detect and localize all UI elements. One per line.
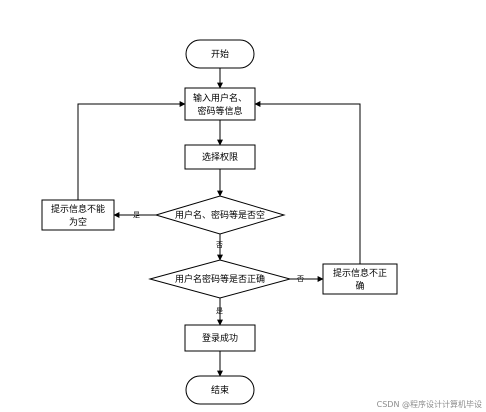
edge-label-empty-no: 否	[216, 241, 223, 249]
input-info-label-line2: 密码等信息	[197, 105, 242, 117]
login-success-box	[184, 324, 256, 352]
empty-check-label: 用户名、密码等是否空	[175, 209, 265, 221]
wrong-tip-label-line1: 提示信息不正	[333, 267, 387, 279]
empty-tip-label-line2: 为空	[69, 216, 87, 228]
edge-label-correct-no: 否	[297, 275, 304, 283]
end-label: 结束	[211, 384, 229, 396]
start-label: 开始	[211, 48, 229, 60]
edge-empty-tip-back-to-input	[77, 101, 186, 200]
login-success-label: 登录成功	[202, 332, 238, 344]
input-info-box	[184, 87, 256, 121]
wrong-tip-label-line2: 确	[355, 280, 364, 292]
edge-label-correct-yes: 是	[216, 307, 223, 315]
input-info-label-line1: 输入用户名、	[193, 92, 247, 104]
empty-tip-label-line1: 提示信息不能	[51, 203, 105, 215]
watermark: CSDN @程序设计计算机毕设	[377, 399, 482, 409]
select-permission-label: 选择权限	[202, 151, 238, 163]
edge-wrong-tip-back-to-input	[254, 101, 361, 264]
correct-check-label: 用户名密码等是否正确	[175, 273, 265, 285]
edge-label-empty-yes: 是	[133, 211, 140, 219]
